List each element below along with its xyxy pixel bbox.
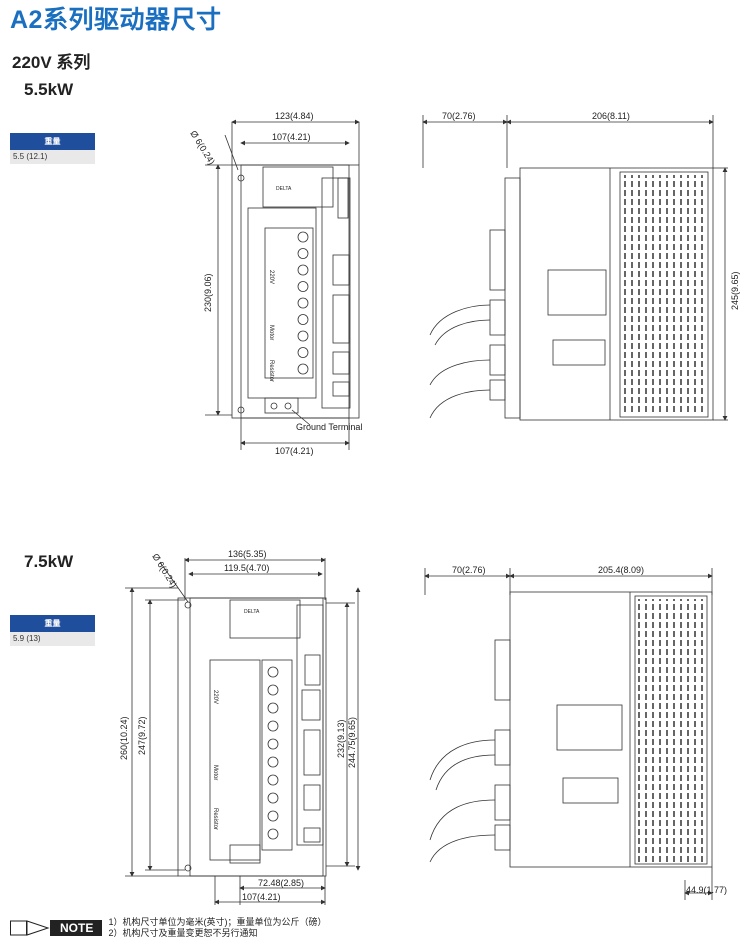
terminal-screw-icon xyxy=(267,792,279,804)
series-heading: 220V 系列 xyxy=(12,53,91,72)
terminal-screw-icon xyxy=(267,684,279,696)
terminal-screw-icon xyxy=(297,231,309,243)
label-resistor: Resistor xyxy=(268,360,274,382)
dim-front-depth: 70(2.76) xyxy=(452,565,486,575)
terminal-screw-icon xyxy=(297,248,309,259)
terminal-screw-icon xyxy=(267,738,279,750)
label-motor: Motor xyxy=(268,325,274,340)
terminal-screw-icon xyxy=(297,347,309,358)
side-view-5-5kw xyxy=(422,115,728,421)
dim-hole-height: 247(9.72) xyxy=(137,716,147,755)
weight-box-5-5kw: 重量 5.5 (12.1) xyxy=(10,133,95,164)
dim-body-depth: 205.4(8.09) xyxy=(598,565,644,575)
terminal-screw-icon xyxy=(267,774,279,786)
dim-bottom-inner: 72.48(2.85) xyxy=(258,878,304,888)
note-badge-icon xyxy=(10,920,102,936)
terminal-screw-icon xyxy=(267,756,279,768)
dim-hole: Ø 6(0.24) xyxy=(150,552,179,590)
weight-value: 5.5 (12.1) xyxy=(10,150,95,164)
dim-bottom-width: 107(4.21) xyxy=(242,892,281,902)
model-heading-7-5kw: 7.5kW xyxy=(24,552,74,571)
side-view-7-5kw xyxy=(424,568,713,900)
note-line-1: 1）机构尺寸单位为毫米(英寸)；重量单位为公斤（磅） xyxy=(108,917,327,927)
dim-bottom-width: 107(4.21) xyxy=(275,446,314,456)
terminal-screws-7-5kw xyxy=(267,666,279,840)
terminal-screw-icon xyxy=(267,720,279,732)
dim-body-depth: 206(8.11) xyxy=(592,111,630,121)
dim-total-height: 260(10.24) xyxy=(119,716,129,760)
dim-inner-width: 119.5(4.70) xyxy=(224,563,269,573)
page-title: A2系列驱动器尺寸 xyxy=(10,6,222,34)
label-220v: 220V xyxy=(212,690,218,704)
terminal-screw-icon xyxy=(267,702,279,714)
weight-label: 重量 xyxy=(10,133,95,150)
dim-top-width: 123(4.84) xyxy=(275,111,314,121)
front-view-7-5kw xyxy=(125,557,361,905)
label-motor: Motor xyxy=(212,765,218,780)
terminal-screw-icon xyxy=(297,281,309,292)
note-badge-text: NOTE xyxy=(60,921,94,935)
dim-front-depth: 70(2.76) xyxy=(442,111,476,121)
label-220v: 220V xyxy=(268,270,274,284)
dim-top-width: 136(5.35) xyxy=(228,549,267,559)
note-line-2: 2）机构尺寸及重量变更恕不另行通知 xyxy=(108,928,258,938)
weight-value: 5.9 (13) xyxy=(10,632,95,646)
note-section: NOTE 1）机构尺寸单位为毫米(英寸)；重量单位为公斤（磅） 2）机构尺寸及重… xyxy=(10,917,327,939)
brand-label: DELTA xyxy=(244,609,260,615)
weight-label: 重量 xyxy=(10,615,95,632)
front-view-5-5kw xyxy=(205,119,360,450)
terminal-screw-icon xyxy=(267,666,279,678)
weight-box-7-5kw: 重量 5.9 (13) xyxy=(10,615,95,646)
dim-right-height: 244.75(9.65) xyxy=(347,717,357,768)
terminal-screw-icon xyxy=(297,363,309,375)
dim-body-height: 232(9.13) xyxy=(336,719,346,758)
terminal-screw-icon xyxy=(267,810,279,822)
terminal-screw-icon xyxy=(297,314,309,325)
dim-height: 230(9.06) xyxy=(203,273,213,312)
brand-label: DELTA xyxy=(276,186,292,192)
dim-side-height: 245(9.65) xyxy=(730,271,740,310)
terminal-screw-icon xyxy=(267,828,279,840)
dim-bottom-offset: 44.9(1.77) xyxy=(686,885,727,895)
dim-hole: Ø 6(0.24) xyxy=(188,129,217,167)
dim-inner-width: 107(4.21) xyxy=(272,132,311,142)
terminal-screw-icon xyxy=(297,330,309,342)
terminal-screw-icon xyxy=(297,264,309,276)
label-resistor: Resistor xyxy=(212,808,218,830)
terminal-screw-icon xyxy=(297,297,309,309)
model-heading-5-5kw: 5.5kW xyxy=(24,80,74,99)
terminal-screws-5-5kw xyxy=(297,231,309,375)
ground-terminal-label: Ground Terminal xyxy=(296,422,362,432)
